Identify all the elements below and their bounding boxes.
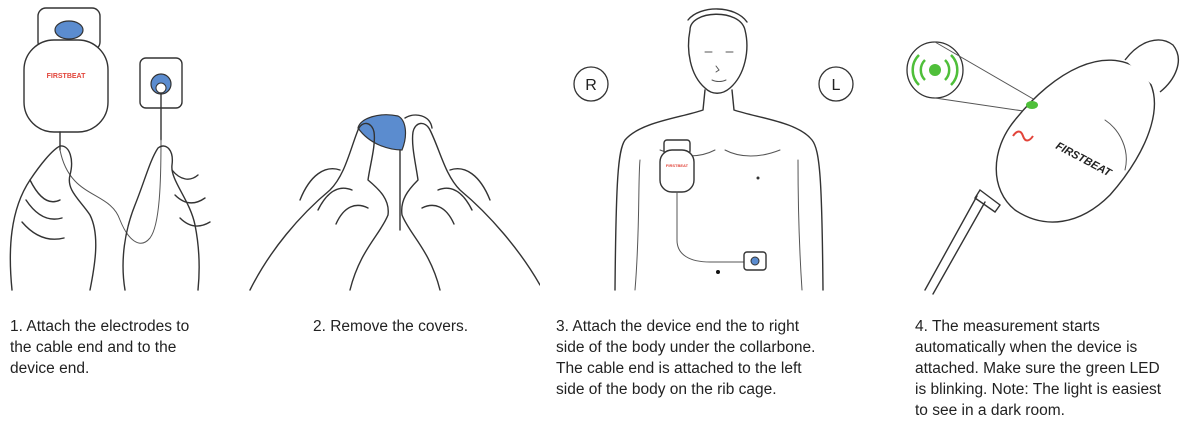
device-end [24,40,108,132]
cover-peel [358,115,405,150]
step-3-panel: R L FIRSTBEAT 3. Attach the device end t… [540,0,905,437]
step-1-panel: FIRSTBEAT 1. Attach the electrodes to th… [0,0,240,437]
torso-placement-illustration: R L FIRSTBEAT [540,0,905,300]
device-on-chest [660,150,694,192]
step-1-caption: 1. Attach the electrodes to the cable en… [10,316,240,379]
device-body [996,60,1154,222]
led-light-icon [929,64,941,76]
step-4-caption: 4. The measurement starts automatically … [915,316,1202,421]
left-side-label: L [832,77,841,94]
chest-device-logo: FIRSTBEAT [666,163,689,168]
step-3-caption: 3. Attach the device end the to right si… [556,316,901,400]
right-side-label: R [585,77,597,94]
device-logo-text: FIRSTBEAT [47,73,86,80]
remove-covers-illustration [240,0,540,300]
step-2-caption: 2. Remove the covers. [313,316,533,337]
step-2-panel: 2. Remove the covers. [240,0,540,437]
step-4-panel: FIRSTBEAT 4. The measurement starts auto… [905,0,1202,437]
device-led [1026,101,1038,109]
electrode-attach-illustration: FIRSTBEAT [0,0,240,300]
led-closeup-illustration: FIRSTBEAT [905,0,1202,300]
